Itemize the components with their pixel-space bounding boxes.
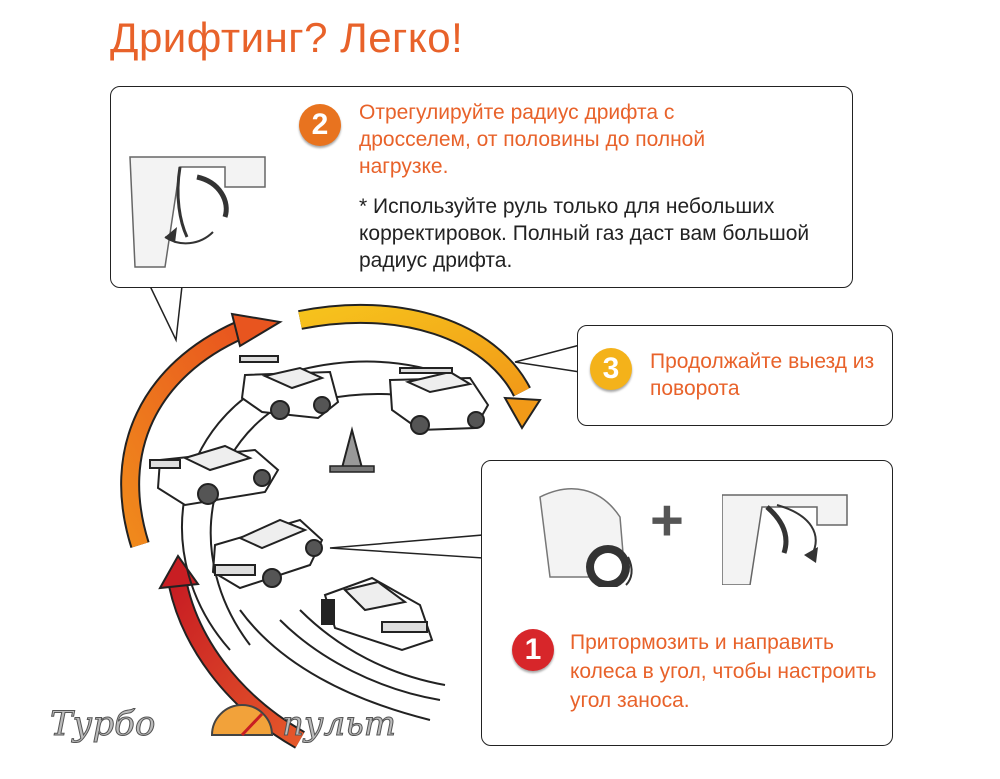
red-arrow-icon — [158, 554, 305, 749]
car-3-icon — [149, 444, 280, 507]
step1-text: Притормозить и направить колеса в угол, … — [570, 631, 877, 712]
throttle-trigger-icon — [722, 494, 848, 585]
step3-badge: 3 — [590, 348, 632, 390]
traffic-cone-icon — [329, 426, 375, 473]
speedometer-logo-icon: Турбо пульт — [50, 704, 397, 745]
yellow-arrow-icon — [298, 303, 542, 430]
car-5-icon — [321, 576, 434, 652]
orange-arrow-icon — [120, 312, 283, 549]
car-1-icon — [239, 355, 340, 420]
step3-callout: 3 Продолжайте выезд из поворота — [577, 325, 893, 426]
car-2-icon — [388, 367, 490, 435]
step2-badge: 2 — [299, 104, 341, 146]
step1-badge: 1 — [512, 629, 554, 671]
step2-text: Отрегулируйте радиус дрифта с дросселем,… — [359, 101, 706, 178]
step2-callout: 2 Отрегулируйте радиус дрифта с дросселе… — [110, 86, 853, 288]
wheel-turn-icon — [539, 488, 633, 587]
step2-note: * Используйте руль только для небольших … — [359, 195, 810, 272]
plus-symbol: + — [650, 488, 684, 553]
step1-callout: + 1 Притормозить и направить колеса в уг… — [481, 460, 893, 746]
svg-text:Турбо: Турбо — [50, 704, 155, 744]
throttle-trigger-icon — [129, 156, 266, 268]
step3-text: Продолжайте выезд из поворота — [650, 350, 875, 400]
car-4-icon — [211, 518, 324, 590]
svg-text:пульт: пульт — [282, 704, 396, 744]
page-title: Дрифтинг? Легко! — [110, 14, 464, 61]
